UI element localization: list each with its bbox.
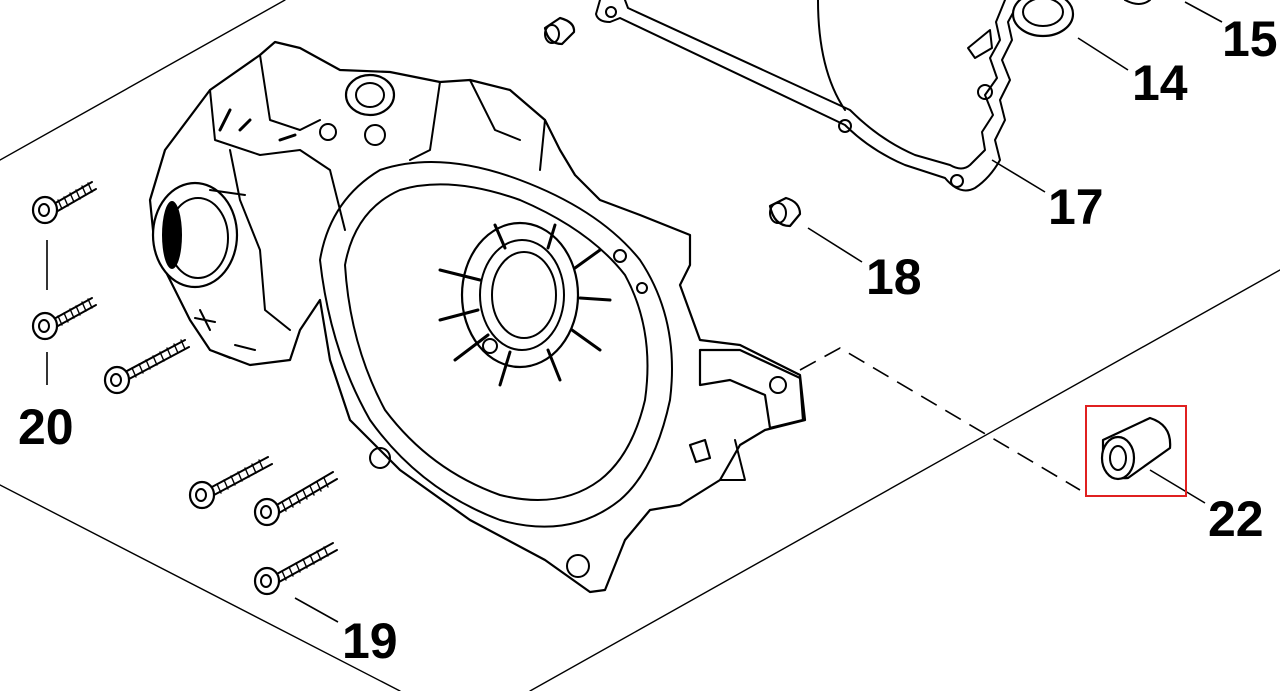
- screw-part-20-a: [31, 181, 97, 225]
- crankcase-housing: [148, 40, 807, 594]
- seal-part-14: [1011, 0, 1129, 71]
- highlight-box-part-22: [1085, 405, 1187, 497]
- assembly-dash-line: [799, 347, 1081, 491]
- screw-part-19-c: [253, 542, 338, 596]
- part-15: [1124, 0, 1223, 23]
- leader-19: [294, 597, 339, 623]
- bushing-part-22: [1100, 416, 1206, 504]
- callout-14: 14: [1132, 55, 1188, 111]
- callout-18: 18: [866, 249, 922, 305]
- screw-part-19-b: [253, 471, 338, 527]
- leader-17: [991, 159, 1046, 193]
- dowel-pin-part-18: [768, 196, 863, 263]
- screw-part-19-a: [188, 456, 273, 510]
- gasket-part-17: [595, 0, 1021, 192]
- callout-15: 15: [1222, 11, 1278, 67]
- callout-20: 20: [18, 399, 74, 455]
- callout-17: 17: [1048, 179, 1104, 235]
- dowel-pin-top: [543, 16, 576, 46]
- screw-part-20-b: [31, 297, 97, 341]
- callout-22: 22: [1208, 491, 1264, 547]
- screw-part-20-c: [103, 339, 190, 395]
- callout-19: 19: [342, 613, 398, 669]
